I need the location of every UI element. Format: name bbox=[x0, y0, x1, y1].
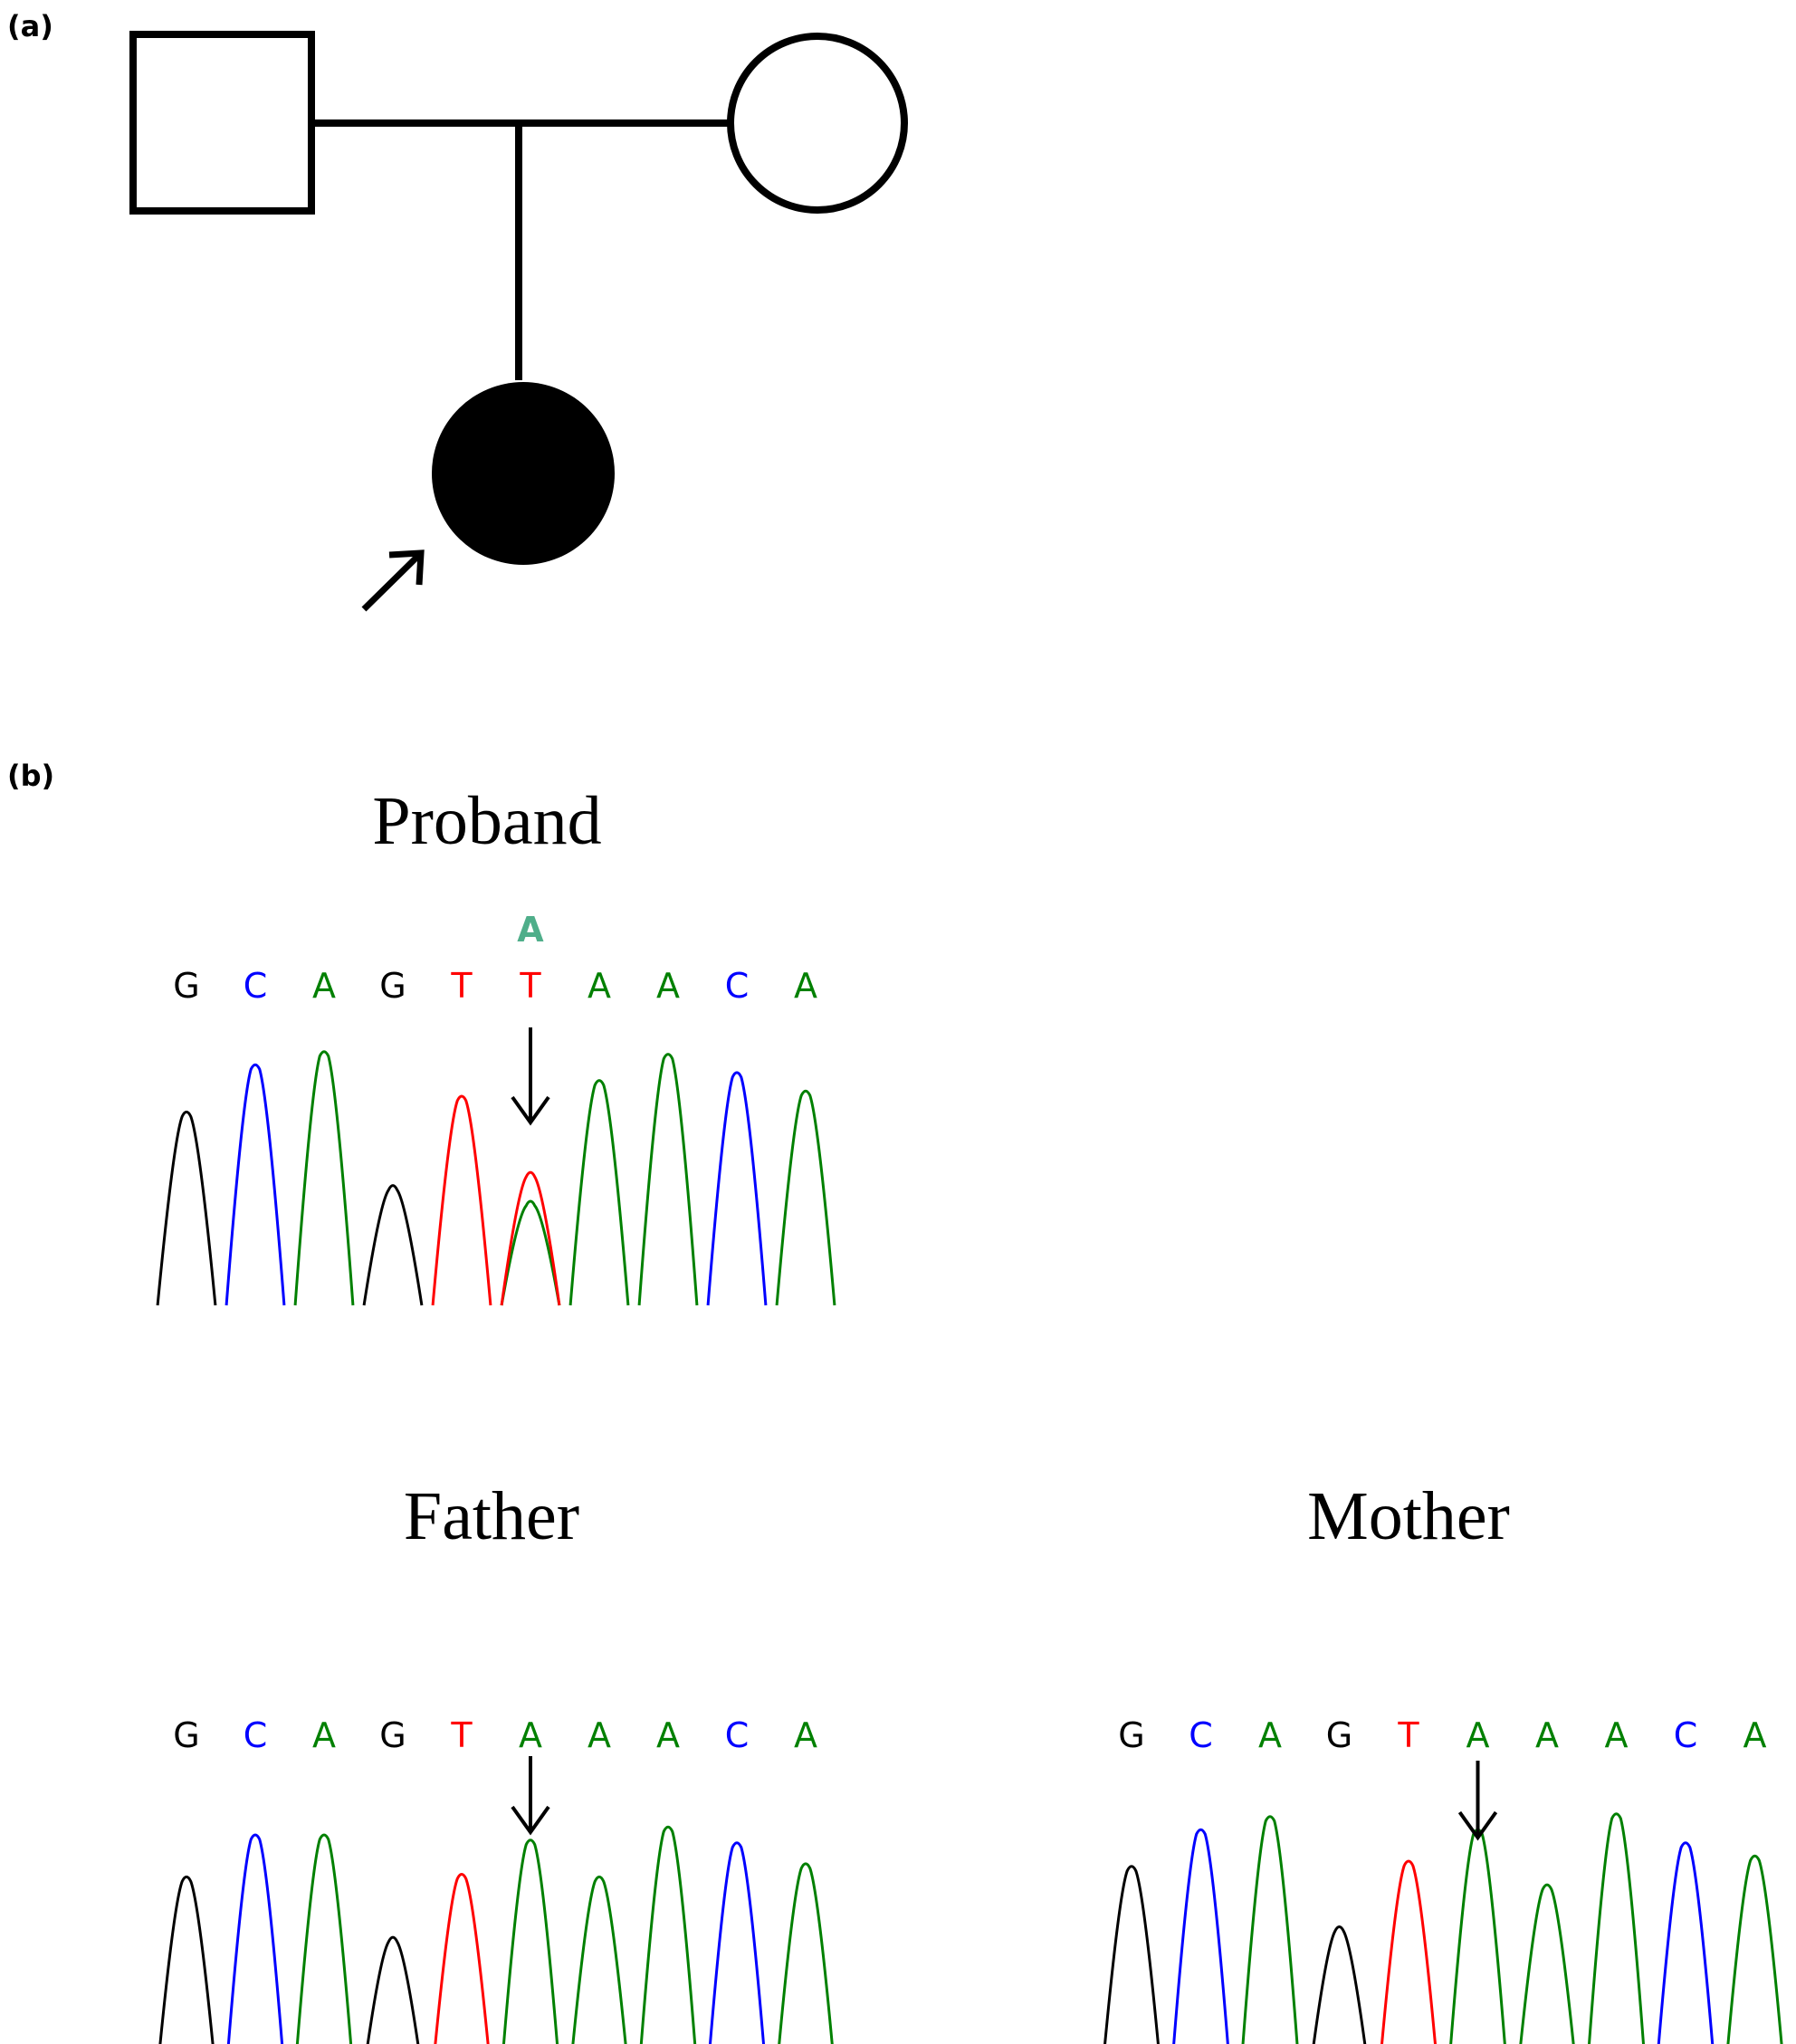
mother-peak-4 bbox=[1380, 1859, 1437, 2044]
proband-base-letter-9: A bbox=[794, 966, 817, 1006]
mother-peak-1 bbox=[1172, 1828, 1229, 2044]
proband-base-letter-5: T bbox=[519, 966, 541, 1006]
proband-arrow-icon bbox=[361, 549, 425, 612]
father-trace-title: Father bbox=[404, 1478, 579, 1554]
proband-base-letter-0: G bbox=[173, 966, 199, 1006]
proband-base-letter-1: C bbox=[244, 966, 268, 1006]
mother-base-letter-3: G bbox=[1326, 1715, 1352, 1755]
father-peak-9 bbox=[778, 1862, 834, 2044]
proband-peak-7 bbox=[637, 1053, 699, 1306]
mother-peak-6 bbox=[1519, 1883, 1575, 2044]
mother-base-letter-4: T bbox=[1397, 1715, 1419, 1755]
mother-peak-8 bbox=[1657, 1841, 1715, 2044]
proband-peak-0 bbox=[156, 1110, 217, 1306]
mother-base-letter-9: A bbox=[1743, 1715, 1767, 1755]
father-peak-0 bbox=[158, 1875, 215, 2044]
mother-peak-7 bbox=[1588, 1812, 1645, 2044]
father-base-letter-9: A bbox=[794, 1715, 817, 1755]
father-peak-4 bbox=[434, 1873, 490, 2044]
proband-trace-title: Proband bbox=[372, 783, 601, 859]
proband-peak-9 bbox=[775, 1089, 836, 1306]
father-base-letter-4: T bbox=[450, 1715, 473, 1755]
proband-base-letter-2: A bbox=[312, 966, 336, 1006]
panel-b-label: (b) bbox=[7, 759, 54, 793]
father-peak-3 bbox=[366, 1935, 420, 2044]
father-peak-1 bbox=[226, 1833, 284, 2044]
mother-base-letter-8: C bbox=[1674, 1715, 1698, 1755]
father-base-letter-2: A bbox=[312, 1715, 336, 1755]
father-base-letter-5: A bbox=[519, 1715, 542, 1755]
father-base-letter-3: G bbox=[379, 1715, 406, 1755]
mother-base-letter-1: C bbox=[1189, 1715, 1213, 1755]
proband-peak-1 bbox=[224, 1063, 286, 1306]
proband-base-letter-7: A bbox=[656, 966, 680, 1006]
mother-base-letter-0: G bbox=[1118, 1715, 1144, 1755]
proband-peak-4 bbox=[431, 1094, 492, 1306]
father-peak-8 bbox=[708, 1841, 766, 2044]
proband-variant-arrow-icon bbox=[511, 1027, 550, 1126]
father-base-letter-1: C bbox=[244, 1715, 268, 1755]
mother-base-letter-5: A bbox=[1466, 1715, 1490, 1755]
mother-peak-5 bbox=[1449, 1828, 1506, 2044]
proband-secondary-peak bbox=[500, 1199, 561, 1306]
mother-peak-9 bbox=[1726, 1854, 1783, 2044]
father-peak-7 bbox=[639, 1825, 697, 2044]
proband-peak-5 bbox=[500, 1170, 561, 1306]
father-base-letter-7: A bbox=[656, 1715, 680, 1755]
proband-base-letter-3: G bbox=[379, 966, 406, 1006]
mother-variant-arrow-icon bbox=[1457, 1761, 1498, 1841]
mother-base-letter-2: A bbox=[1258, 1715, 1282, 1755]
father-base-letter-8: C bbox=[725, 1715, 750, 1755]
proband-peak-3 bbox=[362, 1184, 424, 1306]
proband-base-letter-6: A bbox=[588, 966, 611, 1006]
proband-alt-call-letter: A bbox=[517, 910, 544, 950]
proband-base-letter-8: C bbox=[725, 966, 750, 1006]
mother-peak-2 bbox=[1241, 1815, 1299, 2044]
mother-peak-3 bbox=[1312, 1925, 1367, 2044]
father-variant-arrow-icon bbox=[511, 1756, 550, 1836]
father-peak-6 bbox=[571, 1875, 627, 2044]
father-square-symbol bbox=[129, 31, 315, 215]
proband-peak-6 bbox=[568, 1079, 630, 1306]
father-base-letter-0: G bbox=[173, 1715, 199, 1755]
father-peak-5 bbox=[502, 1839, 559, 2044]
father-peak-2 bbox=[295, 1833, 353, 2044]
proband-peak-8 bbox=[706, 1071, 768, 1306]
mother-circle-symbol bbox=[727, 33, 908, 214]
mother-base-letter-7: A bbox=[1605, 1715, 1629, 1755]
father-base-letter-6: A bbox=[588, 1715, 611, 1755]
mother-trace-title: Mother bbox=[1307, 1478, 1510, 1554]
panel-a-label: (a) bbox=[7, 9, 53, 43]
proband-base-letter-4: T bbox=[450, 966, 473, 1006]
proband-filled-circle-symbol bbox=[432, 382, 615, 565]
pedigree-chart bbox=[129, 31, 908, 612]
mother-base-letter-6: A bbox=[1535, 1715, 1559, 1755]
mother-peak-0 bbox=[1103, 1865, 1160, 2044]
proband-peak-2 bbox=[293, 1050, 355, 1306]
